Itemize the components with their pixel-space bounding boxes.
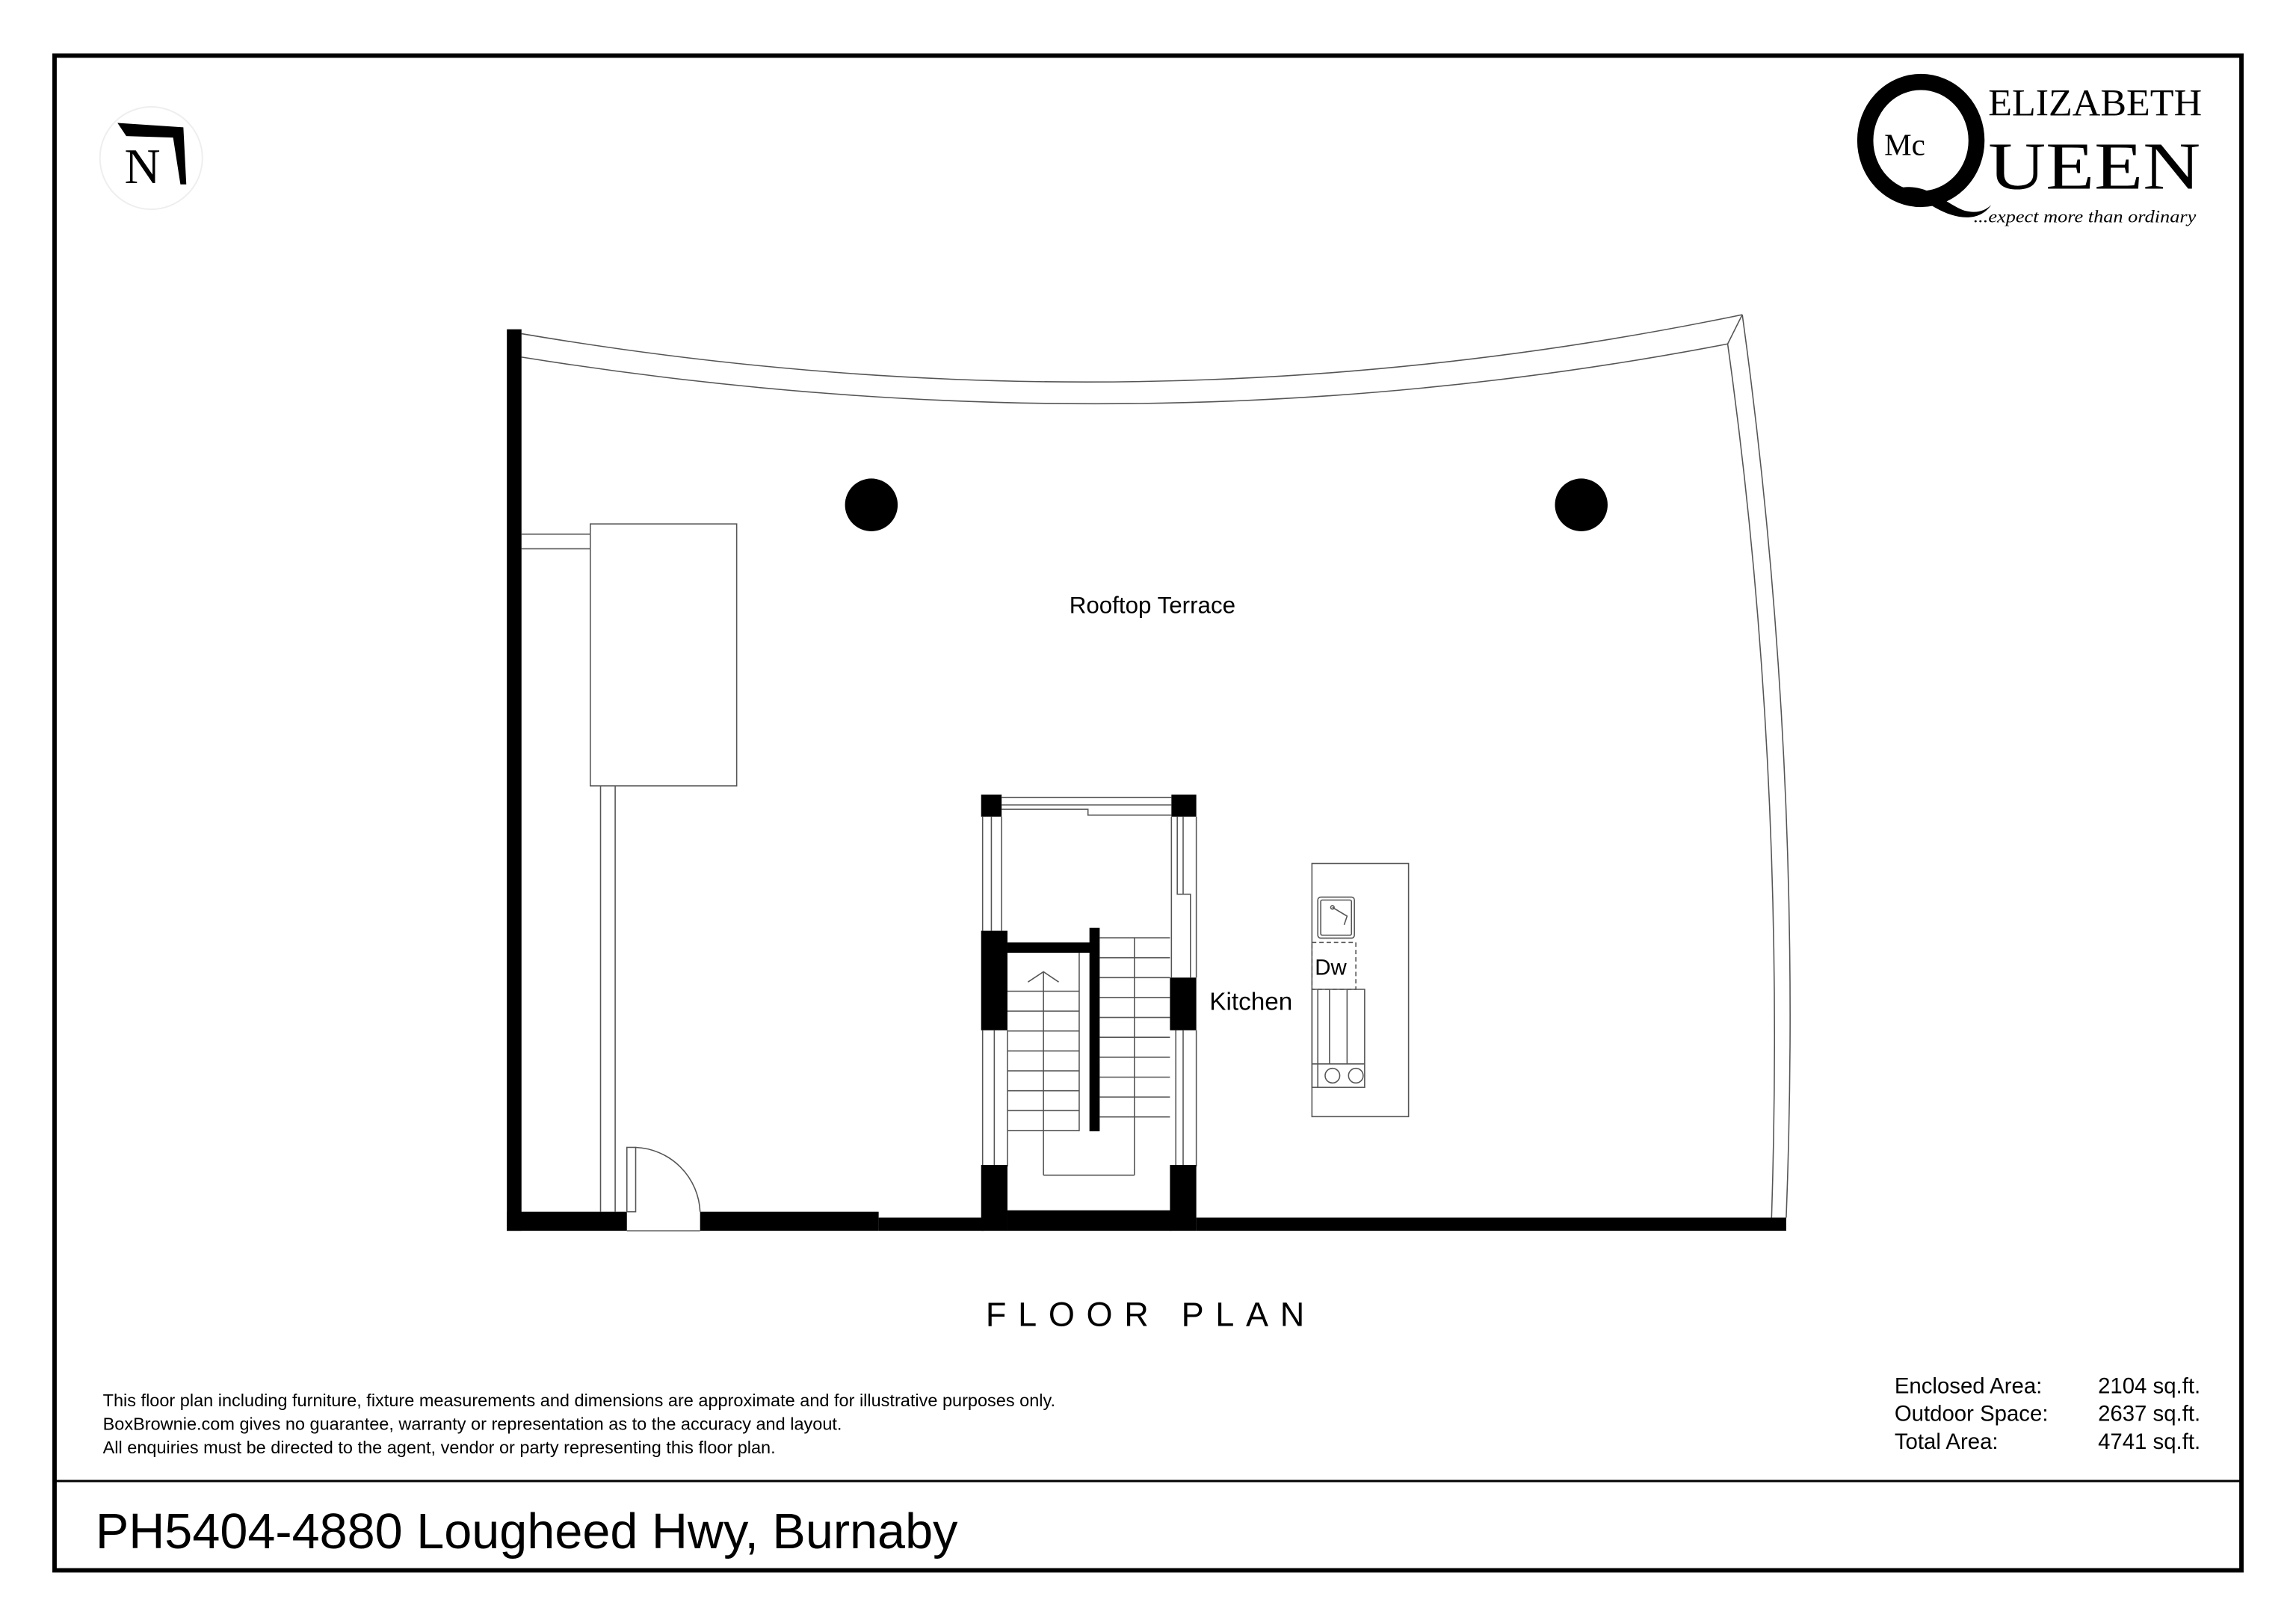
area-label: Outdoor Space: xyxy=(1895,1402,2049,1426)
area-value: 2104 sq.ft. xyxy=(2098,1374,2200,1399)
area-label: Enclosed Area: xyxy=(1895,1374,2043,1399)
area-value: 2637 sq.ft. xyxy=(2098,1402,2200,1426)
north-logo: N xyxy=(99,105,203,211)
disclaimer: This floor plan including furniture, fix… xyxy=(103,1391,1055,1457)
room-label-terrace: Rooftop Terrace xyxy=(1070,593,1235,619)
area-summary: Enclosed Area: 2104 sq.ft. Outdoor Space… xyxy=(1895,1374,2200,1454)
planter-box xyxy=(521,523,738,1212)
logo-first-name: ELIZABETH xyxy=(1988,83,2202,125)
north-letter: N xyxy=(124,140,160,194)
area-label: Total Area: xyxy=(1895,1429,1999,1454)
burner-icon xyxy=(1348,1067,1364,1084)
logo-big-q-mark xyxy=(1857,73,1992,217)
logo-last-name: UEEN xyxy=(1988,130,2200,204)
area-value: 4741 sq.ft. xyxy=(2098,1429,2200,1454)
disclaimer-line: All enquiries must be directed to the ag… xyxy=(103,1438,776,1457)
sink-icon xyxy=(1317,896,1355,939)
kitchen-island: Dw xyxy=(1311,862,1410,1118)
property-address: PH5404-4880 Lougheed Hwy, Burnaby xyxy=(96,1504,958,1559)
column xyxy=(845,478,898,531)
page-border xyxy=(52,53,2244,1573)
logo-tagline: ...expect more than ordinary xyxy=(1974,208,2197,227)
burner-icon xyxy=(1324,1067,1341,1084)
dishwasher-label: Dw xyxy=(1315,955,1347,980)
stair-core xyxy=(981,794,1197,1231)
disclaimer-line: BoxBrownie.com gives no guarantee, warra… xyxy=(103,1414,842,1433)
cooktop xyxy=(1311,989,1365,1088)
terrace-outline xyxy=(521,314,1791,1218)
walls xyxy=(507,329,1786,1231)
logo-monogram: Mc xyxy=(1884,128,1925,162)
north-arrow-icon xyxy=(117,123,187,185)
room-label-kitchen: Kitchen xyxy=(1209,988,1292,1015)
stair-up-arrow-icon xyxy=(1027,971,1059,983)
entry-door xyxy=(626,1146,701,1231)
brand-logo: Mc ELIZABETH UEEN ...expect more than or… xyxy=(1857,73,2202,227)
column xyxy=(1555,478,1608,531)
plan-title: FLOOR PLAN xyxy=(986,1295,1316,1333)
disclaimer-line: This floor plan including furniture, fix… xyxy=(103,1391,1055,1410)
